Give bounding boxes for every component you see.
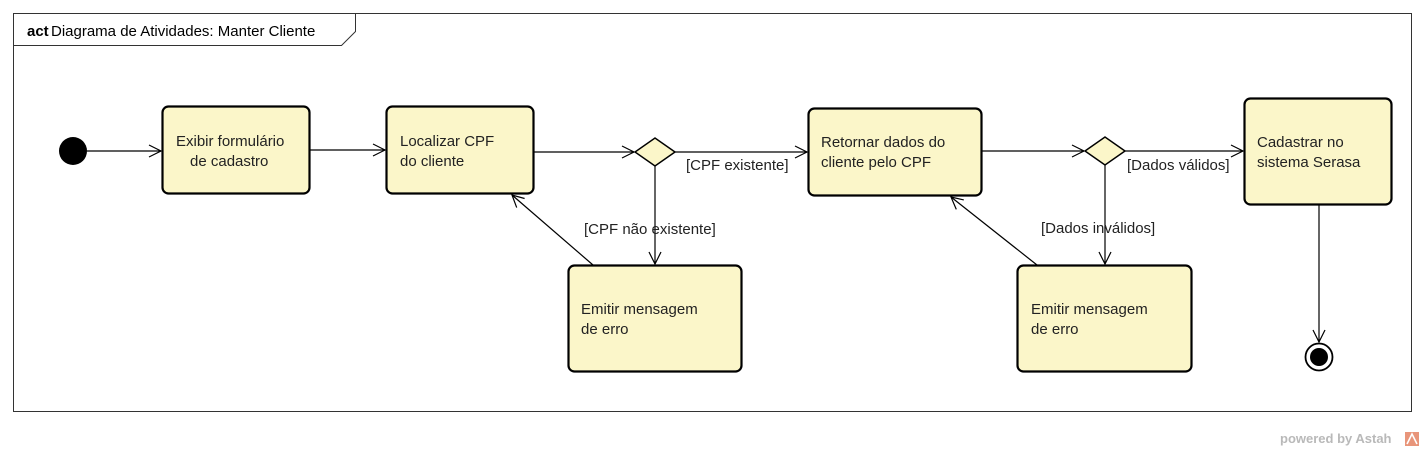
powered-by-watermark: powered by Astah [1280,431,1419,446]
flow-cadastrar-to-final [1312,205,1326,344]
flow-decision-to-erro-cpf [648,166,662,266]
flow-localizar-to-decision [534,145,636,159]
activity-label-line: sistema Serasa [1257,154,1361,171]
flow-exibir-to-localizar [310,143,387,157]
activity-label-line: de erro [1031,321,1079,338]
activity-exibir-formulario: Exibir formulário de cadastro [161,105,311,195]
activity-label-line: Exibir formulário [176,133,284,150]
activity-cadastrar-serasa: Cadastrar no sistema Serasa [1243,97,1393,206]
flow-decision-to-cadastrar [1125,144,1245,158]
activity-label-line: Emitir mensagem [581,301,698,318]
flow-retornar-to-decision [982,144,1086,158]
flow-erro-dados-to-retornar [949,196,1038,266]
activity-label-line: Cadastrar no [1257,134,1344,151]
activity-label-line: de cadastro [190,153,268,170]
activity-label-line: de erro [581,321,629,338]
flow-initial-to-exibir [87,144,163,158]
frame-keyword: act [27,23,49,40]
frame-title: Diagrama de Atividades: Manter Cliente [51,23,315,40]
activity-emitir-erro-cpf: Emitir mensagem de erro [567,264,743,373]
guard-dados-invalidos: [Dados inválidos] [1041,220,1155,237]
guard-cpf-nao-existente: [CPF não existente] [584,221,716,238]
activity-label-line: Retornar dados do [821,134,945,151]
activity-emitir-erro-dados: Emitir mensagem de erro [1016,264,1193,373]
flow-erro-cpf-to-localizar [511,194,594,266]
final-node [1304,342,1334,372]
svg-text:powered by Astah: powered by Astah [1280,431,1392,446]
activity-localizar-cpf: Localizar CPF do cliente [385,105,535,195]
activity-label-line: cliente pelo CPF [821,154,931,171]
flow-decision-to-erro-dados [1098,165,1112,266]
activity-label-line: Emitir mensagem [1031,301,1148,318]
guard-cpf-existente: [CPF existente] [686,157,789,174]
initial-node [59,137,87,165]
astah-logo-icon [1405,432,1419,446]
flow-decision-to-retornar [675,145,809,159]
guard-dados-validos: [Dados válidos] [1127,157,1230,174]
activity-retornar-dados: Retornar dados do cliente pelo CPF [807,107,983,197]
activity-label-line: do cliente [400,153,464,170]
activity-label-line: Localizar CPF [400,133,494,150]
